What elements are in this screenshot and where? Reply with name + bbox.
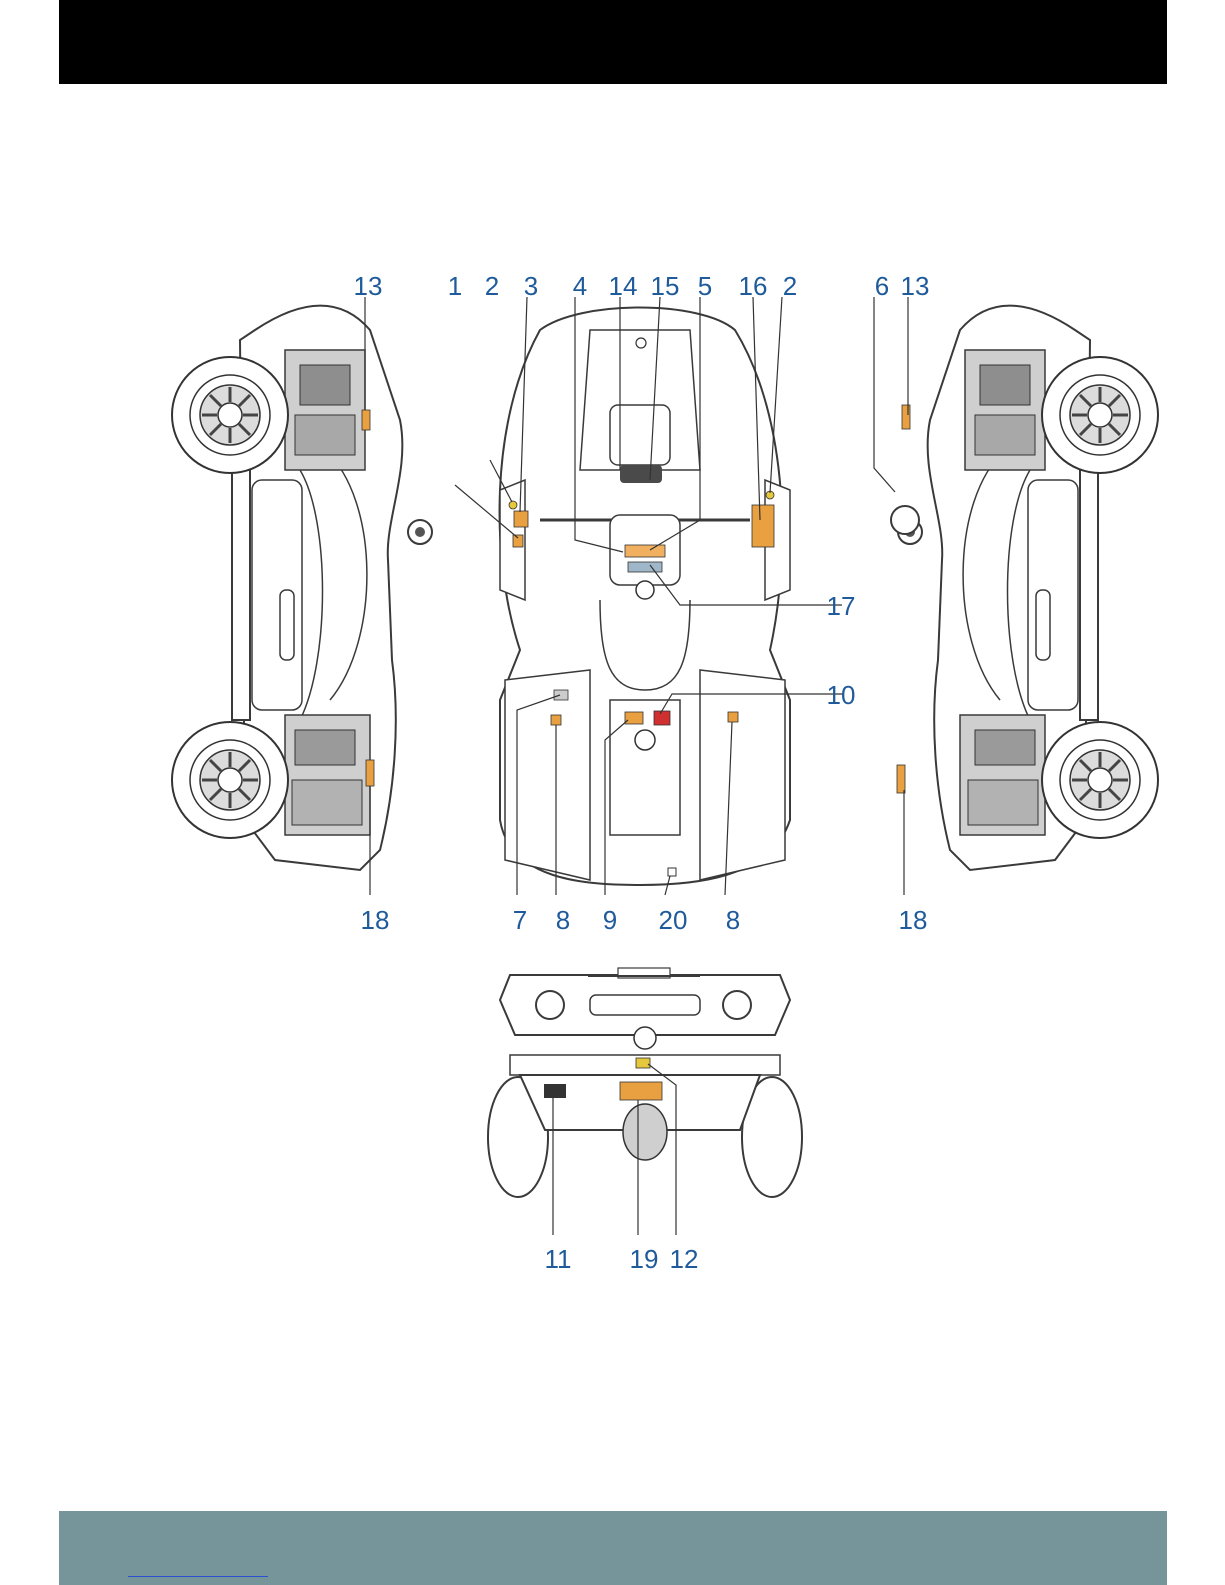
label-sticker-icon xyxy=(628,562,662,572)
callout-10: 10 xyxy=(827,680,856,710)
headlight-icon xyxy=(536,991,564,1019)
label-sticker-icon xyxy=(654,711,670,725)
callout-1: 1 xyxy=(448,271,462,301)
top-view xyxy=(500,308,790,886)
callout-12: 12 xyxy=(670,1244,699,1274)
callout-18-left: 18 xyxy=(361,905,390,935)
headlight-icon xyxy=(723,991,751,1019)
label-sticker-icon xyxy=(551,715,561,725)
label-sticker-icon xyxy=(897,765,905,793)
label-sticker-icon xyxy=(554,690,568,700)
callout-14: 14 xyxy=(609,271,638,301)
label-sticker-icon xyxy=(366,760,374,786)
callout-13-left: 13 xyxy=(354,271,383,301)
callout-20: 20 xyxy=(659,905,688,935)
callout-16: 16 xyxy=(739,271,768,301)
callout-4: 4 xyxy=(573,271,587,301)
label-sticker-icon xyxy=(636,1058,650,1068)
label-sticker-icon xyxy=(728,712,738,722)
callout-8-left: 8 xyxy=(556,905,570,935)
callout-8-right: 8 xyxy=(726,905,740,935)
callout-15: 15 xyxy=(651,271,680,301)
left-side-view xyxy=(172,306,432,870)
callout-9: 9 xyxy=(603,905,617,935)
callout-19: 19 xyxy=(630,1244,659,1274)
callout-17: 17 xyxy=(827,591,856,621)
label-sticker-icon xyxy=(625,545,665,557)
label-sticker-icon xyxy=(752,505,774,547)
callout-6: 6 xyxy=(875,271,889,301)
callout-11: 11 xyxy=(545,1244,572,1274)
footer-bar xyxy=(59,1511,1167,1585)
label-sticker-icon xyxy=(513,535,523,547)
callout-3: 3 xyxy=(524,271,538,301)
label-sticker-icon xyxy=(625,712,643,724)
callout-13-right: 13 xyxy=(901,271,930,301)
right-side-view xyxy=(891,306,1158,870)
footer-link-underline[interactable] xyxy=(128,1576,268,1577)
label-sticker-icon xyxy=(362,410,370,430)
label-sticker-icon xyxy=(620,1082,662,1100)
callout-2-left: 2 xyxy=(485,271,499,301)
label-sticker-icon xyxy=(514,511,528,527)
rear-view xyxy=(488,968,802,1197)
label-sticker-icon xyxy=(902,405,910,429)
label-sticker-icon xyxy=(544,1084,566,1098)
callout-18-right: 18 xyxy=(899,905,928,935)
callout-5: 5 xyxy=(698,271,712,301)
callout-2-right: 2 xyxy=(783,271,797,301)
callout-7: 7 xyxy=(513,905,527,935)
